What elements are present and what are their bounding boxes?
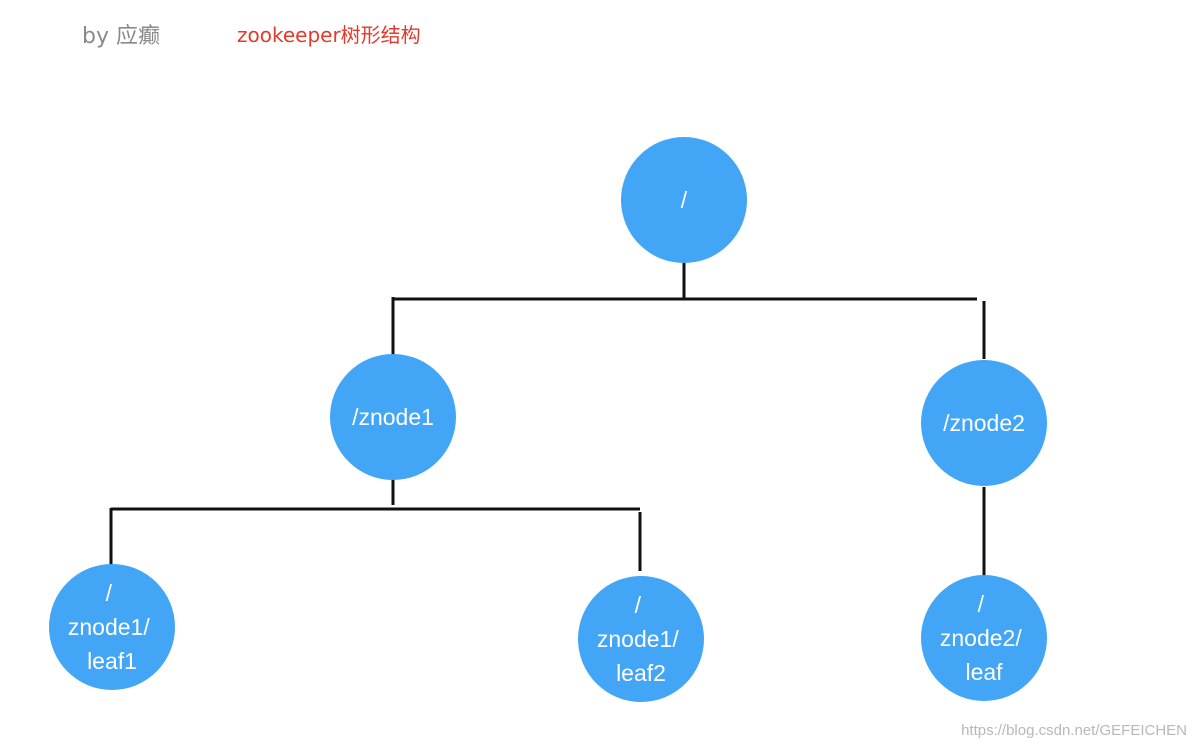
svg-text:/ znode1/ leaf: / znode1/ leaf2 [597,592,685,686]
node-circle [578,576,704,702]
node-znode1: /znode1 [330,354,456,480]
node-label-line: / [635,592,642,618]
watermark: https://blog.csdn.net/GEFEICHEN [961,722,1187,739]
node-leaf1: / znode1/ leaf1 [49,564,175,690]
node-circle [49,564,175,690]
node-label-line: /znode1 [352,404,434,430]
node-label-line: / [681,187,688,213]
node-circle [921,575,1047,701]
svg-text:/ znode1/ leaf: / znode1/ leaf1 [68,580,156,674]
edges [109,262,986,576]
node-leaf3: / znode2/ leaf [921,575,1047,701]
node-label-line: /znode2 [943,410,1025,436]
node-label-line: leaf1 [87,648,137,674]
nodes: / /znode1 /znode2 / znode1/ leaf1 [49,137,1047,702]
node-label-line: znode2/ [940,625,1022,651]
node-label-line: leaf2 [616,660,666,686]
node-label-line: / [978,591,985,617]
node-circle [621,137,747,263]
node-znode2: /znode2 [921,360,1047,486]
diagram-title: zookeeper树形结构 [237,23,421,47]
svg-text:/: / [681,187,688,213]
node-circle [330,354,456,480]
node-root: / [621,137,747,263]
node-leaf2: / znode1/ leaf2 [578,576,704,702]
svg-text:/znode1: /znode1 [352,404,434,430]
svg-text:/ znode2/ leaf: / znode2/ leaf [940,591,1028,685]
node-label-line: / [106,580,113,606]
svg-text:/znode2: /znode2 [943,410,1025,436]
node-label-line: znode1/ [68,614,150,640]
node-circle [921,360,1047,486]
node-label-line: leaf [965,659,1003,685]
node-label-line: znode1/ [597,626,679,652]
author-label: by 应癫 [82,24,160,49]
